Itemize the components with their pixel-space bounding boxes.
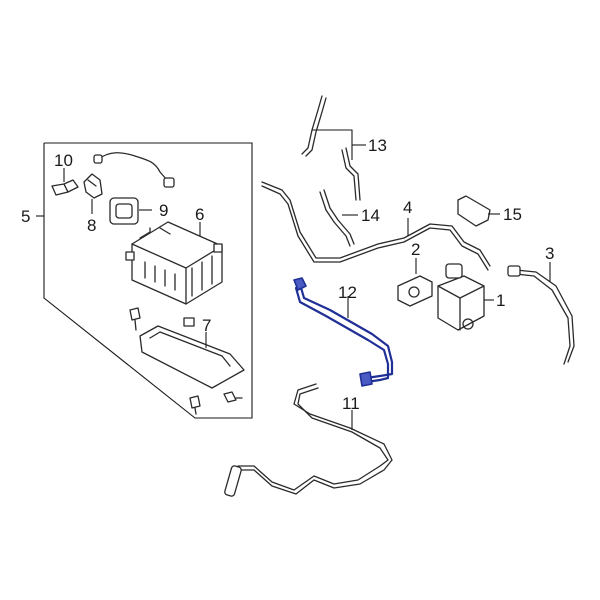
part-14-vapor-hose [319, 189, 358, 247]
part-1-vapor-valve [437, 263, 494, 331]
part-group-5-frame [36, 142, 253, 419]
callout-6: 6 [195, 205, 204, 224]
part-12-highlighted-tube [293, 277, 394, 387]
callout-14: 14 [361, 206, 380, 225]
callout-15: 15 [503, 205, 522, 224]
part-7-canister-bracket [139, 317, 245, 389]
part-11-vapor-tube [224, 383, 393, 497]
callout-13: 13 [368, 136, 387, 155]
callout-3: 3 [545, 244, 554, 263]
part-6-vapor-canister [125, 221, 223, 305]
wiring-harness [93, 152, 175, 188]
callout-8: 8 [87, 216, 96, 235]
callout-5: 5 [21, 207, 30, 226]
part-10-elbow-fitting [51, 168, 79, 196]
callout-9: 9 [159, 201, 168, 220]
callout-7: 7 [202, 316, 211, 335]
mounting-bolts [129, 307, 243, 415]
callout-11: 11 [342, 394, 360, 413]
callout-12: 12 [338, 283, 357, 302]
part-8-hose-connector [83, 173, 103, 214]
part-3-hose [507, 262, 575, 365]
callout-2: 2 [411, 240, 420, 259]
part-4-vapor-line [261, 181, 491, 271]
callout-1: 1 [496, 291, 505, 310]
part-9-purge-valve [109, 197, 152, 225]
callout-10: 10 [54, 151, 73, 170]
callout-4: 4 [403, 198, 412, 217]
part-15-bracket [457, 195, 500, 227]
part-2-gasket [397, 258, 433, 307]
part-13-vent-hoses [301, 95, 366, 201]
